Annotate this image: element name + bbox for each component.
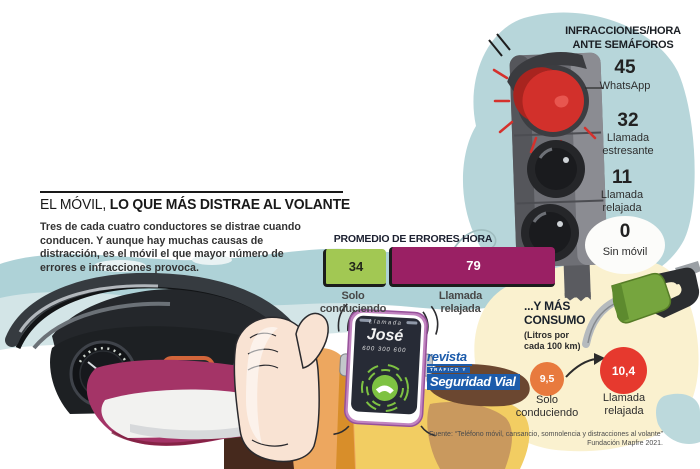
bar-label-llamada: Llamada relajada <box>438 290 483 315</box>
consumption-circle-llamada: 10,4 <box>600 347 647 394</box>
semaphore-value-relajada: 11 <box>611 167 633 188</box>
seguridad-vial-logo: revista TRÁFICO Y Seguridad Vial <box>427 350 520 390</box>
consumption-value: 10,4 <box>611 363 636 378</box>
intro-text: Tres de cada cuatro conductores se distr… <box>40 221 301 274</box>
consumption-circle-solo: 9,5 <box>530 362 564 396</box>
logo-trafico: TRÁFICO Y <box>427 367 470 373</box>
logo-revista: revista <box>427 350 472 366</box>
title-rule <box>40 191 343 193</box>
consumption-label-llamada: Llamada relajada <box>602 392 646 417</box>
semaphore-value-estresante: 32 <box>617 110 639 131</box>
semaphore-label-whatsapp: WhatsApp <box>599 80 651 92</box>
page-title-light: EL MÓVIL, <box>40 196 107 213</box>
red-light <box>522 70 584 132</box>
bar-llamada-relajada: 79 <box>389 247 555 287</box>
semaphore-value-whatsapp: 45 <box>614 57 636 78</box>
amber-light <box>527 140 585 198</box>
dashboard-tan <box>427 401 513 469</box>
red-light-glow-rays <box>492 68 597 157</box>
phone-call-screen: Llamada José 600 300 600 <box>350 318 420 355</box>
consumption-subtitle: (Litros por cada 100 km) <box>524 330 581 351</box>
semaphore-value-sin-movil: 0 <box>619 221 631 242</box>
consumption-title: ...Y MÁS CONSUMO <box>524 299 586 327</box>
caller-name: José <box>366 326 404 345</box>
traffic-light-icon <box>488 33 608 302</box>
steering-wheel-inner-arc <box>32 301 171 350</box>
white-blob <box>585 216 665 274</box>
bar-value: 79 <box>466 258 481 273</box>
cloud <box>94 260 146 272</box>
bar-label-solo: Solo conduciendo <box>319 290 387 315</box>
page-title: EL MÓVIL, LO QUE MÁS DISTRAE AL VOLANTE <box>40 196 350 213</box>
semaphore-chart-title: INFRACCIONES/HORA ANTE SEMÁFOROS <box>565 25 681 51</box>
teal-tail-bottom-right <box>656 393 700 444</box>
fuel-nozzle-icon <box>582 261 700 348</box>
semaphore-label-sin-movil: Sin móvil <box>602 246 648 258</box>
driver-hand <box>233 312 329 463</box>
steering-wheel-highlight <box>18 284 159 333</box>
bar-solo-conduciendo: 34 <box>323 249 386 287</box>
sketch-marks <box>488 33 511 57</box>
steering-wheel-rim <box>5 272 305 347</box>
cowl-shade <box>130 420 268 440</box>
page-title-bold: LO QUE MÁS DISTRAE AL VOLANTE <box>106 196 351 213</box>
bar-value: 34 <box>348 259 364 274</box>
semaphore-label-estresante: Llamada estresante <box>602 132 654 157</box>
logo-seguridad-vial: Seguridad Vial <box>427 374 520 390</box>
source-credit: Fuente: “Teléfono móvil, cansancio, somn… <box>429 431 663 447</box>
consumption-value: 9,5 <box>539 373 555 385</box>
phone-handset-icon <box>375 385 394 394</box>
errors-chart-title: PROMEDIO DE ERRORES HORA <box>333 233 493 245</box>
cloud <box>192 255 232 265</box>
semaphore-label-relajada: Llamada relajada <box>600 189 644 214</box>
increase-arrow-icon <box>565 353 605 378</box>
call-ripple-rings <box>360 363 409 412</box>
consumption-label-solo: Solo conduciendo <box>515 394 579 419</box>
traffic-light-visor <box>507 52 587 92</box>
